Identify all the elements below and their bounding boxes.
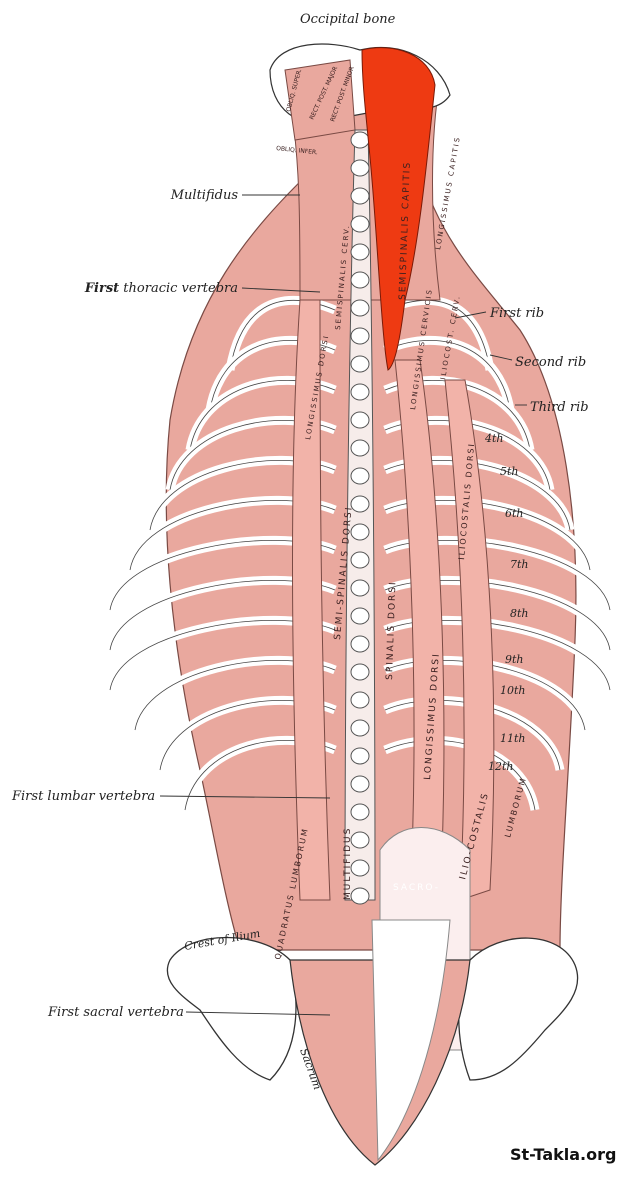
leader-first-rib [454, 311, 487, 319]
vertebra [350, 663, 370, 681]
muscle-sacro-spinalis-a: SACRO- [393, 883, 440, 893]
muscle-sacro-spinalis-b: SPINALIS [383, 923, 439, 933]
vertebra [350, 467, 370, 485]
vertebra [350, 691, 370, 709]
vertebra [350, 243, 370, 261]
muscle-longissimus-capitis: LONGISSIMUS CAPITIS [434, 135, 462, 250]
vertebra [350, 607, 370, 625]
rib-number-label: 7th [510, 558, 529, 571]
vertebra [350, 187, 370, 205]
label-first-lumbar-vertebra: First lumbar vertebra [11, 789, 155, 804]
vertebra [350, 635, 370, 653]
left-ilium [166, 936, 297, 1081]
sacral-aponeurosis [371, 919, 451, 1162]
vertebra [350, 271, 370, 289]
label-first-thoracic-rest: thoracic vertebra [119, 281, 238, 296]
label-first-rib: First rib [489, 306, 544, 321]
vertebrae-group [350, 131, 370, 905]
rib-number-label: 10th [500, 684, 526, 697]
label-first-thoracic-bold: First [84, 281, 119, 296]
vertebra [350, 383, 370, 401]
label-first-thoracic-vertebra: First thoracic vertebra [84, 281, 238, 296]
rib-number-label: 8th [510, 607, 529, 620]
muscle-multifidus: MULTIFIDUS [343, 827, 353, 900]
vertebra [350, 215, 370, 233]
vertebra [350, 411, 370, 429]
label-first-sacral-vertebra: First sacral vertebra [47, 1005, 184, 1020]
vertebra [350, 551, 370, 569]
leader-first-thoracic [241, 287, 321, 293]
muscle-spinalis-dorsi: SPINALIS DORSI [385, 580, 398, 680]
vertebra [350, 355, 370, 373]
vertebra [350, 523, 370, 541]
vertebra [350, 439, 370, 457]
leader-first-lumbar [159, 795, 331, 799]
label-multifidus: Multifidus [170, 188, 239, 203]
rib-number-label: 4th [484, 432, 504, 445]
rib-number-label: 9th [505, 653, 524, 666]
vertebra [350, 495, 370, 513]
label-second-rib: Second rib [515, 355, 586, 370]
rib-outline [384, 660, 586, 731]
rib-numbers: 4th 5th 6th 7th 8th 9th 10th 11th 12th [484, 432, 529, 773]
vertebral-column [344, 129, 376, 901]
vertebra [350, 131, 370, 149]
vertebra [350, 719, 370, 737]
semispinalis-capitis-highlight [361, 47, 436, 371]
vertebra [350, 803, 370, 821]
vertebra [350, 327, 370, 345]
right-ilium [458, 937, 579, 1081]
vertebra [350, 747, 370, 765]
leader-second-rib [489, 354, 513, 361]
vertebra [350, 859, 370, 877]
muscle-semispinalis-capitis: SEMISPINALIS CAPITIS [398, 161, 413, 300]
label-occipital-bone: Occipital bone [300, 12, 396, 27]
iliocostalis-strip [444, 379, 495, 901]
vertebra [350, 299, 370, 317]
watermark-st-takla: St-Takla.org [510, 1145, 616, 1164]
vertebra [350, 159, 370, 177]
left-longissimus-strip [292, 299, 331, 901]
vertebra [350, 887, 370, 905]
rib-number-label: 12th [488, 760, 514, 773]
vertebra [350, 775, 370, 793]
muscle-obliq-infer: OBLIQ. INFER. [276, 145, 318, 156]
label-third-rib: Third rib [530, 400, 589, 415]
rib-number-label: 11th [500, 732, 526, 745]
rib-outline [384, 340, 511, 411]
rib-number-label: 5th [500, 465, 519, 478]
leader-first-sacral [185, 1011, 331, 1016]
vertebra [350, 831, 370, 849]
vertebra [350, 579, 370, 597]
rib-number-label: 6th [505, 507, 524, 520]
